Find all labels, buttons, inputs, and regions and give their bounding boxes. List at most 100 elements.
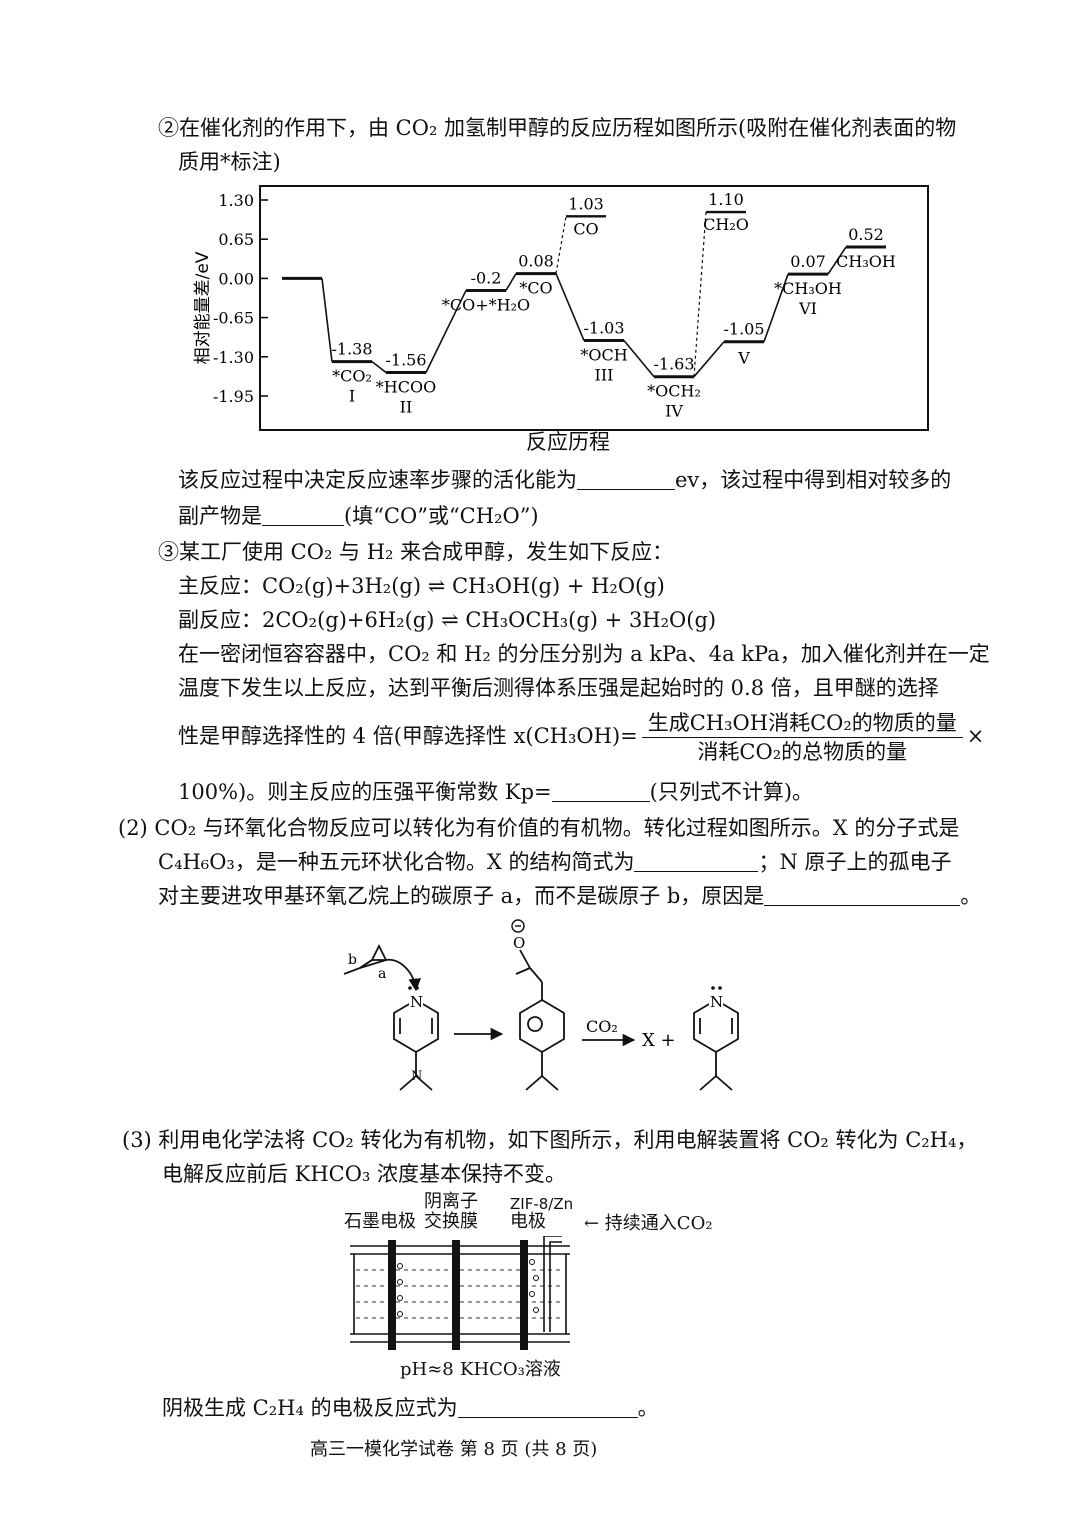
pyridinium-intermediate — [515, 949, 565, 1091]
species-label: *OCH — [580, 346, 627, 365]
species-label: *CO₂ — [332, 367, 372, 386]
s2-formula-text: C₄H₆O₃，是一种五元环状化合物。X 的结构简式为 — [158, 850, 635, 874]
y-tick-label: 0.65 — [218, 230, 254, 249]
step-roman-numeral: III — [595, 366, 614, 385]
path-segment — [555, 273, 585, 341]
membrane-label-2: 交换膜 — [424, 1211, 478, 1232]
dmap-molecule-1 — [393, 998, 439, 1091]
fraction-denominator: 消耗CO₂的总物质的量 — [697, 740, 908, 764]
answer-blank-activation-energy[interactable] — [577, 467, 675, 490]
step-roman-numeral: IV — [665, 402, 683, 421]
selectivity-fraction: 生成CH₃OH消耗CO₂的物质的量消耗CO₂的总物质的量 — [641, 711, 963, 764]
solution-label: KHCO₃溶液 — [460, 1359, 561, 1380]
dmap2-n: N — [710, 993, 723, 1011]
energy-value-label: -1.38 — [331, 340, 372, 359]
answer-blank-structure[interactable] — [634, 849, 759, 872]
y-tick-label: 1.30 — [218, 191, 254, 210]
path-segment — [425, 290, 467, 373]
energy-value-label: -0.2 — [471, 268, 502, 287]
s2-line3: 对主要进攻甲基环氧乙烷上的碳原子 a，而不是碳原子 b，原因是 。 — [158, 882, 981, 910]
species-label: CH₃OH — [836, 252, 896, 271]
q3-kp-text: 100%)。则主反应的压强平衡常数 Kp= — [178, 780, 552, 804]
q3-text: 性是甲醇选择性的 4 倍(甲醇选择性 x(CH₃OH)= — [178, 724, 638, 748]
step-roman-numeral: I — [349, 387, 355, 406]
q3-paragraph-3: 性是甲醇选择性的 4 倍(甲醇选择性 x(CH₃OH)=生成CH₃OH消耗CO₂… — [178, 708, 984, 764]
s3-line2: 电解反应前后 KHCO₃ 浓度基本保持不变。 — [162, 1162, 567, 1186]
oxide-charge — [511, 919, 525, 933]
methyl-epoxide — [343, 943, 422, 992]
answer-blank-kp[interactable] — [551, 779, 650, 802]
answer-blank-byproduct[interactable] — [262, 503, 344, 526]
epoxide-label-a: a — [378, 966, 386, 982]
q3-paragraph-2: 温度下发生以上反应，达到平衡后测得体系压强是起始时的 0.8 倍，且甲醚的选择 — [178, 676, 939, 700]
energy-value-label: 0.52 — [848, 225, 884, 244]
answer-blank-cathode[interactable] — [457, 1395, 638, 1418]
side-product-path — [555, 216, 567, 274]
q2-question-line2: 副产物是 (填“CO”或“CH₂O”) — [178, 502, 539, 530]
page-footer: 高三一模化学试卷 第 8 页 (共 8 页) — [310, 1439, 598, 1460]
step-roman-numeral: VI — [798, 299, 817, 318]
side-product-path — [693, 212, 707, 377]
species-label: *OCH₂ — [647, 382, 701, 401]
s2-line1: (2) CO₂ 与环氧化合物反应可以转化为有价值的有机物。转化过程如图所示。X … — [118, 816, 960, 840]
epoxide-label-b: b — [348, 952, 357, 968]
q2-text-b: ev，该过程中得到相对较多的 — [675, 468, 952, 492]
zif-electrode — [520, 1240, 528, 1350]
s2-reason-text: 对主要进攻甲基环氧乙烷上的碳原子 a，而不是碳原子 b，原因是 — [158, 884, 765, 908]
zif-label-2: 电极 — [510, 1211, 546, 1232]
y-tick-label: -0.65 — [213, 309, 254, 328]
path-segment — [371, 360, 387, 374]
s2-end-mark: 。 — [960, 884, 982, 908]
cathode-text: 阴极生成 C₂H₄ 的电极反应式为 — [162, 1396, 458, 1420]
fraction-numerator: 生成CH₃OH消耗CO₂的物质的量 — [641, 711, 963, 738]
energy-value-label: -1.56 — [385, 350, 426, 369]
ion-exchange-membrane — [452, 1240, 460, 1350]
y-tick-label: 0.00 — [218, 269, 254, 288]
q2-text-c: 副产物是 — [178, 504, 262, 528]
species-label: *HCOO — [376, 377, 436, 396]
q3-main-reaction: 主反应：CO₂(g)+3H₂(g) ⇌ CH₃OH(g) + H₂O(g) — [178, 574, 665, 598]
step-roman-numeral: V — [737, 349, 750, 368]
energy-value-label: -1.03 — [583, 319, 624, 338]
s3-final-question: 阴极生成 C₂H₄ 的电极反应式为 。 — [162, 1394, 659, 1422]
side-product-value: 1.10 — [708, 190, 744, 209]
q2-text-a: 该反应过程中决定反应速率步骤的活化能为 — [178, 468, 577, 492]
q2-text-d: (填“CO”或“CH₂O”) — [344, 504, 539, 528]
path-segment — [763, 273, 789, 342]
path-segment — [321, 278, 333, 362]
q3-paragraph-1: 在一密闭恒容容器中，CO₂ 和 H₂ 的分压分别为 a kPa、4a kPa，加… — [178, 642, 990, 666]
cell-diagram: 阴离子 交换膜 ZIF-8/Zn 电极 石墨电极 ← 持续通入CO₂ pH≈8 … — [330, 1188, 750, 1384]
species-label: *CO — [519, 279, 552, 298]
chart-frame — [259, 185, 929, 431]
x-axis-label: 反应历程 — [526, 430, 610, 454]
ph-label: pH≈8 — [400, 1359, 454, 1380]
y-tick-label: -1.95 — [213, 387, 254, 406]
side-product-label: CH₂O — [703, 215, 749, 234]
intermediate-o: O — [513, 934, 525, 952]
species-label: *CH₃OH — [774, 279, 842, 298]
s2-line2: C₄H₆O₃，是一种五元环状化合物。X 的结构简式为；N 原子上的孤电子 — [158, 848, 952, 876]
q2-intro-line1: ②在催化剂的作用下，由 CO₂ 加氢制甲醇的反应历程如图所示(吸附在催化剂表面的… — [158, 116, 957, 140]
answer-blank-reason[interactable] — [764, 883, 961, 906]
q3-side-reaction: 副反应：2CO₂(g)+6H₂(g) ⇌ CH₃OCH₃(g) + 3H₂O(g… — [178, 608, 717, 632]
co2-inlet-pipe — [543, 1236, 562, 1332]
cathode-end-mark: 。 — [637, 1396, 659, 1420]
energy-value-label: 0.08 — [518, 252, 554, 271]
zif-label-1: ZIF-8/Zn — [510, 1195, 574, 1213]
path-segment — [693, 341, 725, 378]
energy-value-label: -1.63 — [653, 355, 694, 374]
dmap1-n: N — [410, 993, 423, 1011]
species-label: *CO+*H₂O — [442, 295, 530, 314]
path-segment — [505, 273, 517, 291]
membrane-label-1: 阴离子 — [424, 1191, 478, 1212]
q2-question-line1: 该反应过程中决定反应速率步骤的活化能为 ev，该过程中得到相对较多的 — [178, 466, 951, 494]
q3-paragraph-4: 100%)。则主反应的压强平衡常数 Kp=(只列式不计算)。 — [178, 778, 813, 806]
reagent-co2: CO₂ — [586, 1017, 618, 1036]
dmap1-n-amine: N — [411, 1069, 422, 1084]
s3-line1: (3) 利用电化学法将 CO₂ 转化为有机物，如下图所示，利用电解装置将 CO₂… — [122, 1128, 978, 1152]
energy-profile-chart: 相对能量差/eV 1.300.650.00-0.65-1.30-1.95 -1.… — [193, 185, 929, 431]
times-sign: × — [966, 724, 985, 748]
path-segment — [623, 340, 655, 378]
y-axis-label: 相对能量差/eV — [193, 251, 213, 364]
product-x: X + — [642, 1030, 676, 1051]
